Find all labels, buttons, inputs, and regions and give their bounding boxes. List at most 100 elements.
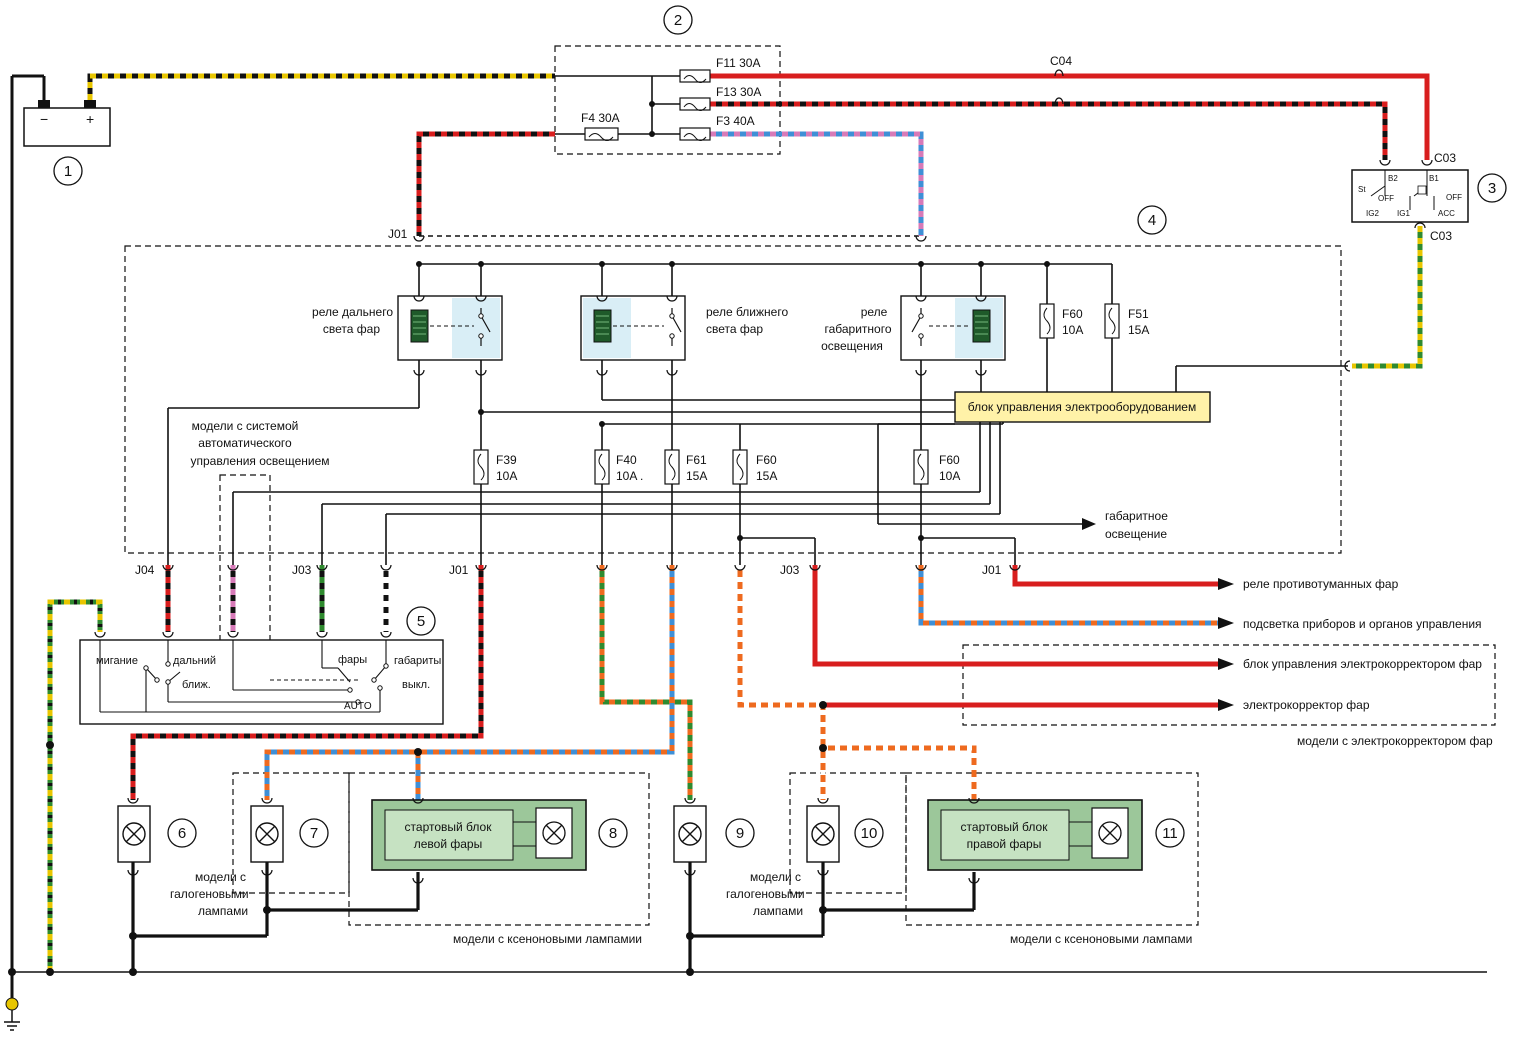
connector-j01-right: J01 bbox=[982, 563, 1002, 577]
output-corrector-models: модели с электрокорректором фар bbox=[1297, 734, 1493, 748]
wire-fog-red bbox=[1012, 565, 1220, 587]
connector-j04: J04 bbox=[135, 563, 155, 577]
ignition-labels: St B2 B1 OFF OFF IG2 IG1 ACC bbox=[1358, 174, 1462, 218]
relay-high-line1: реле дальнего bbox=[312, 305, 393, 319]
fuse-f3-label: F3 40A bbox=[716, 114, 755, 128]
callout-1: 1 bbox=[64, 163, 72, 180]
connector-pins bbox=[94, 69, 1433, 884]
auto-note: модели с системой автоматического управл… bbox=[190, 419, 329, 468]
connector-j01-mid: J01 bbox=[449, 563, 469, 577]
relay-park-line3: освещения bbox=[821, 339, 883, 353]
output-corrector: электрокорректор фар bbox=[1243, 698, 1370, 712]
wire-low-beam-left bbox=[599, 565, 693, 800]
xenon-left-line2: левой фары bbox=[414, 837, 482, 851]
output-labels: реле противотуманных фар подсветка прибо… bbox=[1243, 577, 1493, 748]
note-xenon-right: модели с ксеноновыми лампами bbox=[1010, 932, 1192, 946]
wire-f4-redblack bbox=[416, 131, 555, 236]
fuse-f60a-name: F60 bbox=[1062, 307, 1083, 321]
fuse-f60a-value: 10A bbox=[1062, 323, 1083, 337]
mounting-block-fuse-glyphs bbox=[477, 307, 1116, 481]
fuse-f11 bbox=[679, 69, 711, 83]
callout-circle-11 bbox=[1155, 818, 1185, 848]
control-unit-label: блок управления электрооборудованием bbox=[968, 400, 1196, 414]
switch-headlights: фары bbox=[338, 654, 367, 666]
ignition-ig1: IG1 bbox=[1397, 209, 1410, 218]
connector-j01-top: J01 bbox=[388, 227, 408, 241]
fuse-f3 bbox=[679, 127, 711, 141]
connector-c03-top: C03 bbox=[1434, 151, 1456, 165]
switch-parking: габариты bbox=[394, 655, 441, 667]
junction-dots bbox=[8, 101, 1050, 976]
lamp-7 bbox=[250, 805, 284, 863]
callout-circle-5 bbox=[406, 606, 436, 636]
callout-circle-1 bbox=[53, 156, 83, 186]
fuse-f40-name: F40 bbox=[616, 453, 637, 467]
fuse-f40-value: 10A . bbox=[616, 469, 643, 483]
note-halogen-left-3: лампами bbox=[198, 904, 248, 918]
fuse-f11-label: F11 30A bbox=[716, 56, 760, 70]
relay-low-line1: реле ближнего bbox=[706, 305, 788, 319]
connector-c03-bottom: C03 bbox=[1430, 229, 1452, 243]
note-labels: модели с галогеновыми лампами модели с к… bbox=[170, 870, 1192, 946]
connector-j03-right: J03 bbox=[780, 563, 800, 577]
callout-2: 2 bbox=[674, 12, 682, 29]
relay-labels: реле дальнего света фар реле ближнего св… bbox=[312, 305, 892, 353]
ground-icon bbox=[4, 997, 20, 1031]
connector-c04: C04 bbox=[1050, 54, 1072, 68]
fuse-labels: F11 30A F13 30A F4 30A F3 40A F60 10A F5… bbox=[496, 56, 1149, 483]
ignition-off-right: OFF bbox=[1446, 193, 1462, 202]
note-halogen-left-2: галогеновыми bbox=[170, 887, 249, 901]
fuse-f13 bbox=[679, 97, 711, 111]
control-unit-box bbox=[954, 391, 1211, 423]
relay-low-beam bbox=[580, 295, 686, 361]
callout-8: 8 bbox=[609, 825, 617, 842]
callout-circle-7 bbox=[299, 818, 329, 848]
callout-circle-3 bbox=[1477, 173, 1507, 203]
fuse-f4-label: F4 30A bbox=[581, 111, 620, 125]
xenon-left-line1: стартовый блок bbox=[405, 820, 493, 834]
note-halogen-right-3: лампами bbox=[753, 904, 803, 918]
callout-11: 11 bbox=[1162, 825, 1178, 842]
mounting-block-outline bbox=[124, 245, 1342, 554]
switch-low: ближ. bbox=[182, 679, 211, 691]
fuse-f51-value: 15A bbox=[1128, 323, 1149, 337]
output-fog-relay: реле противотуманных фар bbox=[1243, 577, 1399, 591]
parking-out-line2: освещение bbox=[1105, 527, 1167, 541]
ignition-b2: B2 bbox=[1388, 174, 1398, 183]
callout-circle-6 bbox=[167, 818, 197, 848]
callout-circle-8 bbox=[598, 818, 628, 848]
fuse-box-glyphs bbox=[588, 75, 707, 141]
fuse-f61-name: F61 bbox=[686, 453, 707, 467]
connector-j03-left: J03 bbox=[292, 563, 312, 577]
wire-battery-positive bbox=[87, 73, 555, 100]
lamp-10 bbox=[806, 805, 840, 863]
note-xenon-left: модели с ксеноновыми лампамии bbox=[453, 932, 642, 946]
callout-7: 7 bbox=[310, 825, 318, 842]
ignition-b1: B1 bbox=[1429, 174, 1439, 183]
fuse-f60c-name: F60 bbox=[939, 453, 960, 467]
callout-6: 6 bbox=[178, 825, 186, 842]
lamp-9 bbox=[673, 805, 707, 863]
battery-minus-label: − bbox=[40, 111, 48, 127]
xenon-right-outline bbox=[905, 772, 1199, 926]
fuse-f39-value: 10A bbox=[496, 469, 517, 483]
callout-9: 9 bbox=[736, 825, 744, 842]
output-arrows bbox=[1082, 518, 1234, 711]
auto-note-line3: управления освещением bbox=[190, 454, 329, 468]
relay-park-line2: габаритного bbox=[824, 322, 891, 336]
relay-low-line2: света фар bbox=[706, 322, 763, 336]
battery-plus-label: + bbox=[86, 111, 94, 127]
xenon-labels: стартовый блок левой фары стартовый блок… bbox=[405, 820, 1049, 851]
xenon-left-outline bbox=[348, 772, 650, 926]
relay-high-line2: света фар bbox=[323, 322, 380, 336]
callout-4: 4 bbox=[1148, 212, 1156, 229]
wire-c03-greenyellow bbox=[1352, 226, 1423, 369]
note-halogen-left-1: модели с bbox=[195, 870, 246, 884]
ignition-st: St bbox=[1358, 185, 1366, 194]
ignition-off-left: OFF bbox=[1378, 194, 1394, 203]
switch-off: выкл. bbox=[402, 679, 430, 691]
ignition-ig2: IG2 bbox=[1366, 209, 1379, 218]
fuse-f4 bbox=[584, 127, 619, 141]
switch-blink: мигание bbox=[96, 655, 138, 667]
xenon-ignitor-left bbox=[371, 799, 587, 871]
